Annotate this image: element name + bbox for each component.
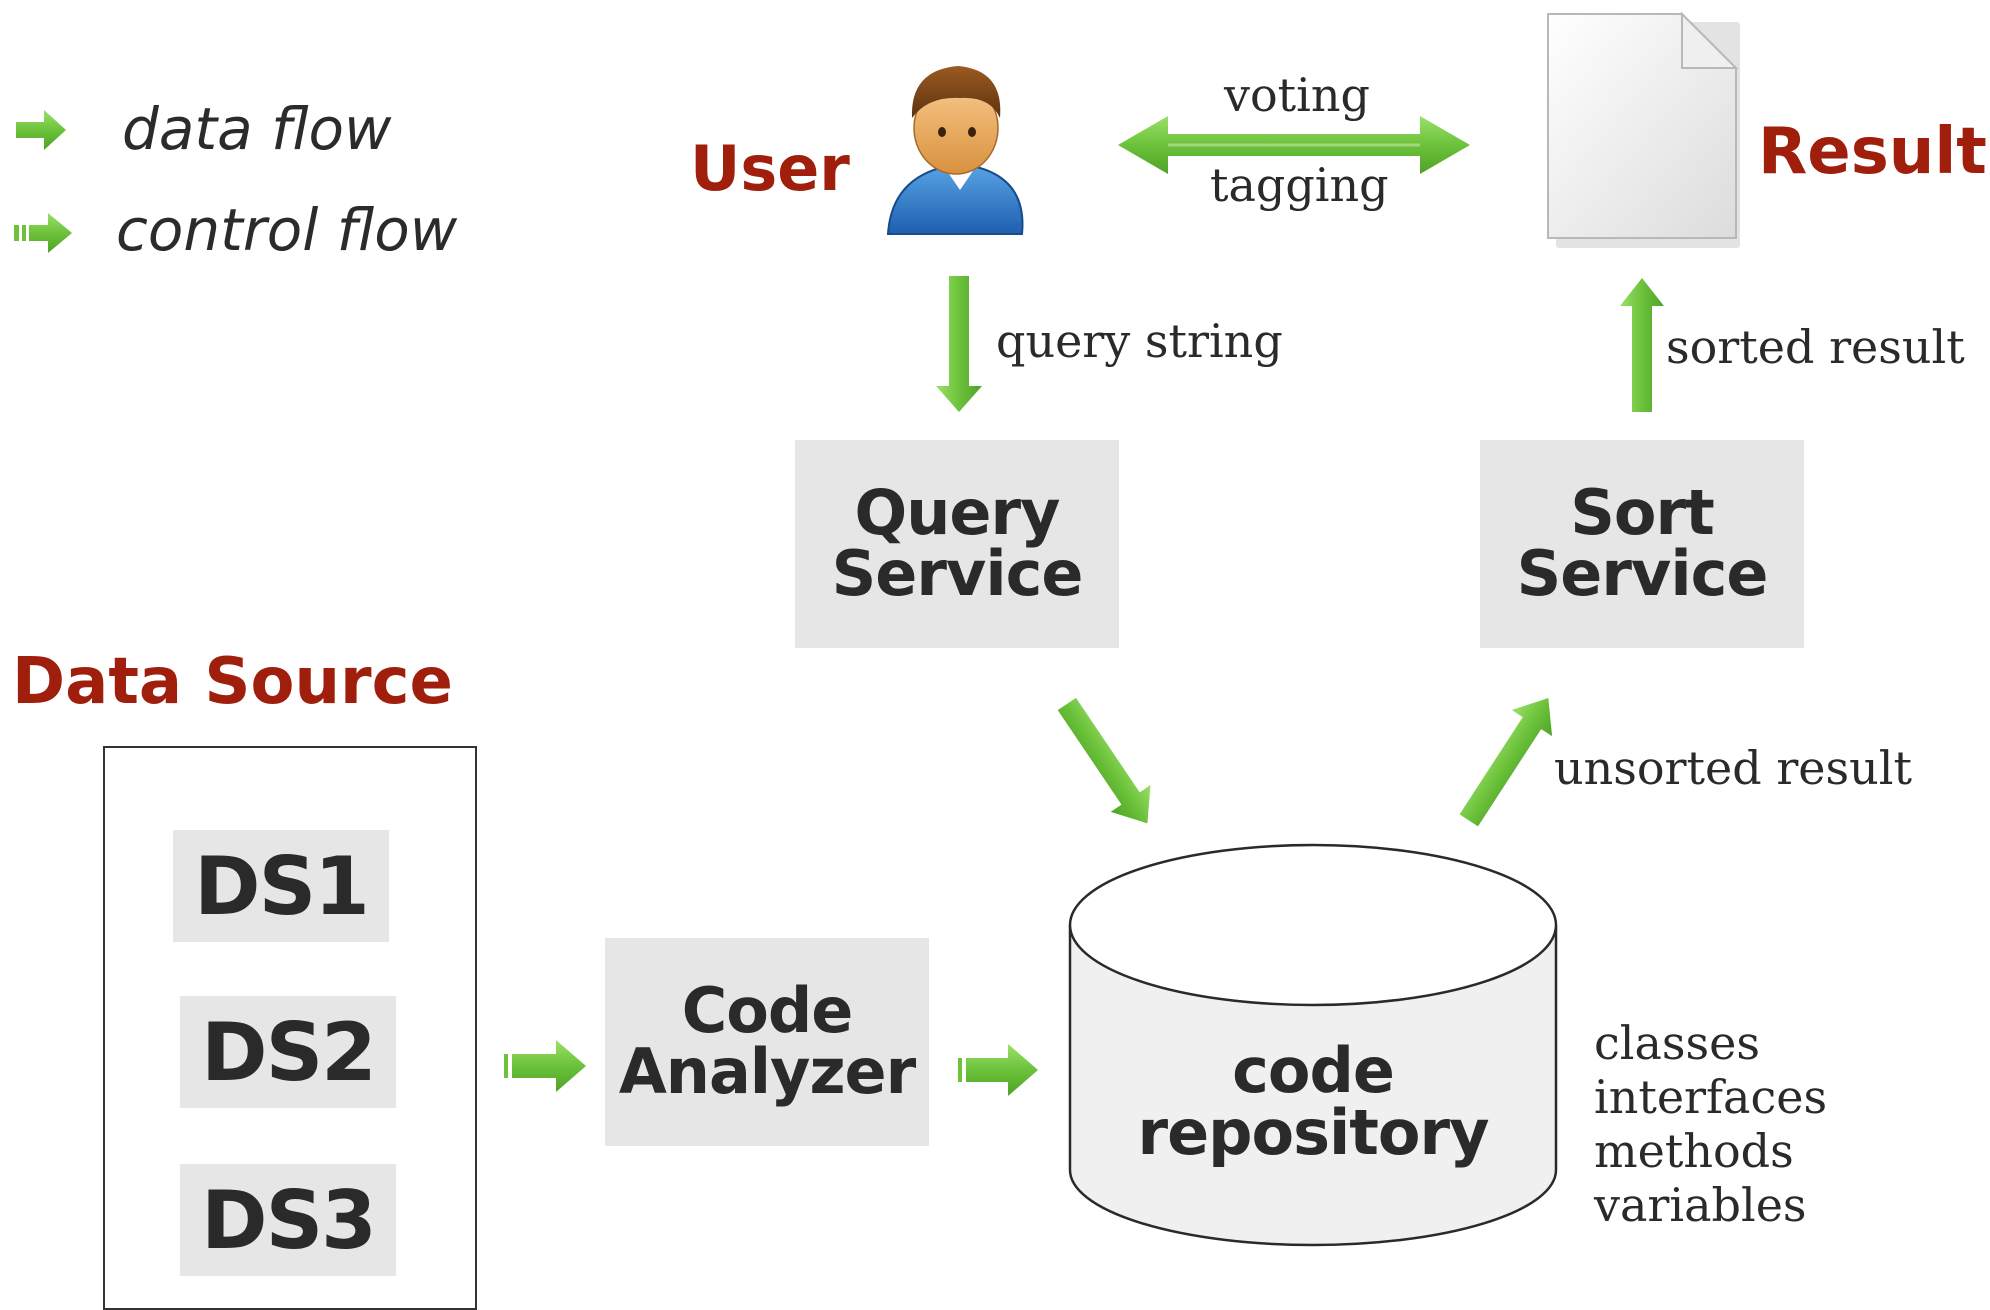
tagging-label: tagging: [1210, 158, 1389, 212]
repository-content-methods: methods: [1594, 1124, 1794, 1178]
result-label: Result: [1758, 115, 1987, 189]
code-repository-label: code repository: [1100, 1040, 1526, 1164]
code-repository-line1: code: [1232, 1034, 1395, 1107]
sorted-result-arrow: [1620, 278, 1664, 412]
query-service-box: Query Service: [795, 440, 1119, 648]
analyzer-to-repository-arrow: [958, 1044, 1038, 1096]
data-source-title: Data Source: [12, 645, 453, 719]
ds3-box: DS3: [180, 1164, 396, 1276]
sorted-result-label: sorted result: [1666, 320, 1965, 374]
sort-service-box: Sort Service: [1480, 440, 1804, 648]
ds2-box: DS2: [180, 996, 396, 1108]
sort-service-line2: Service: [1516, 537, 1769, 610]
legend-data-flow-label: data flow: [122, 95, 392, 163]
legend-control-flow-label: control flow: [116, 196, 458, 264]
voting-tagging-arrow: [1118, 116, 1470, 174]
query-service-line1: Query: [854, 476, 1061, 550]
user-avatar-icon: [886, 66, 1024, 235]
query-string-arrow: [936, 276, 982, 412]
query-to-repository-arrow: [1057, 697, 1151, 824]
user-label: User: [690, 132, 850, 205]
legend-control-flow-arrow: [14, 213, 72, 253]
code-analyzer-line2: Analyzer: [618, 1035, 916, 1108]
voting-label: voting: [1224, 68, 1370, 122]
repository-contents-list: classes interfaces methods variables: [1594, 1016, 1827, 1232]
sort-service-line1: Sort: [1570, 476, 1714, 550]
query-string-label: query string: [996, 314, 1283, 368]
legend-data-flow-arrow: [16, 110, 66, 150]
unsorted-result-arrow: [1459, 697, 1553, 827]
repository-content-classes: classes: [1594, 1016, 1760, 1070]
repository-content-interfaces: interfaces: [1594, 1070, 1828, 1124]
query-service-line2: Service: [831, 537, 1084, 610]
code-repository-cylinder: [1068, 843, 1558, 1247]
code-analyzer-box: Code Analyzer: [605, 938, 929, 1146]
code-analyzer-line1: Code: [681, 974, 854, 1048]
unsorted-result-label: unsorted result: [1554, 741, 1912, 795]
code-repository-line2: repository: [1137, 1096, 1490, 1169]
document-icon: [1547, 11, 1740, 248]
repository-content-variables: variables: [1594, 1178, 1807, 1232]
ds1-box: DS1: [173, 830, 389, 942]
datasource-to-analyzer-arrow: [504, 1040, 586, 1092]
